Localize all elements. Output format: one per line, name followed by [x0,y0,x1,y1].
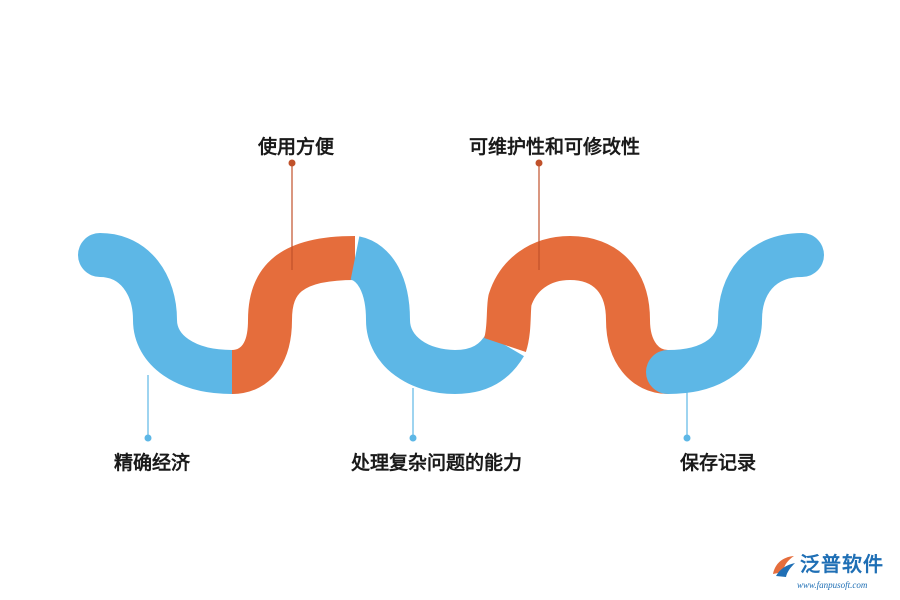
brand-logo: 泛普软件 www.fanpusoft.com [770,552,894,596]
connector-dot-records [683,434,691,442]
brand-name: 泛普软件 [800,552,884,576]
wave-segment-2 [230,236,356,394]
connector-dot-problem [409,434,417,442]
connector-dot-accurate [144,434,152,442]
label-problem: 处理复杂问题的能力 [351,452,523,474]
label-accurate: 精确经济 [114,452,191,474]
connector-dot-ease [288,159,296,167]
wave-segment-3 [348,236,524,395]
label-records: 保存记录 [680,452,757,474]
wave-segment-4 [483,235,670,394]
label-maintain: 可维护性和可修改性 [469,136,641,158]
wave-segment-1 [78,233,254,394]
connector-dot-maintain [535,159,543,167]
wave-segment-5 [646,233,824,394]
brand-url: www.fanpusoft.com [797,580,868,590]
brand-mark-icon [773,556,795,577]
label-ease: 使用方便 [258,136,335,158]
